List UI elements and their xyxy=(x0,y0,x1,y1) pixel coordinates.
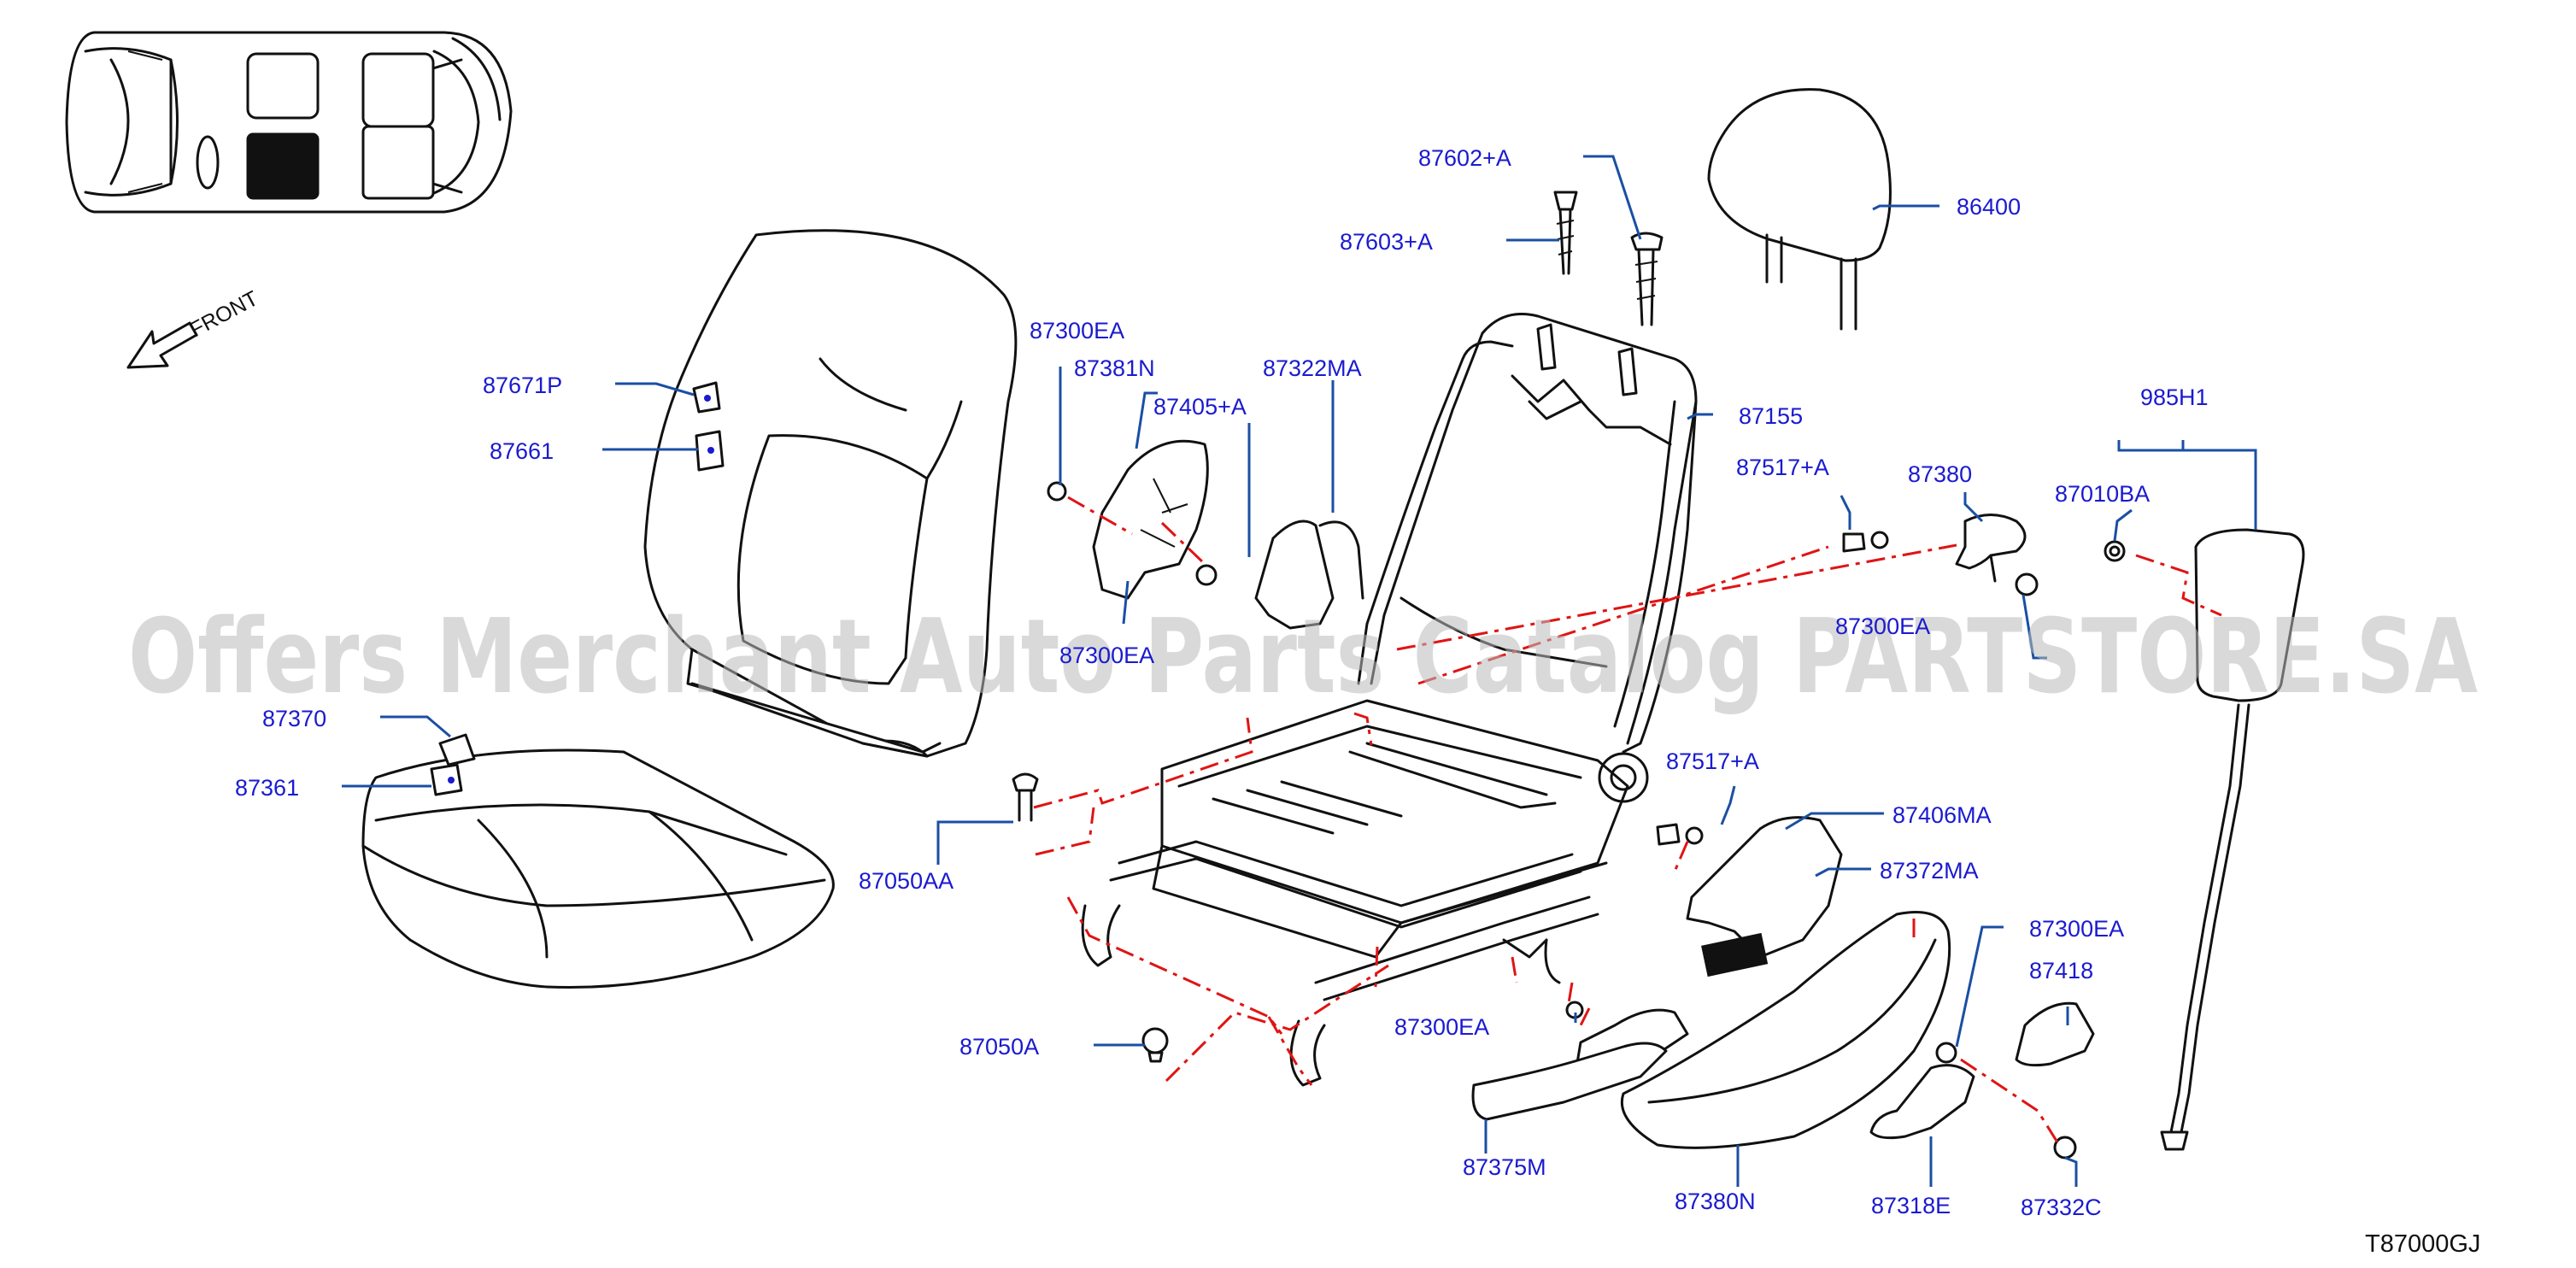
clip-drawing xyxy=(1012,481,2126,1159)
part-label-87370[interactable]: 87370 xyxy=(262,706,326,731)
part-label-87300ea-1[interactable]: 87300EA xyxy=(1030,318,1124,343)
part-label-87332c[interactable]: 87332C xyxy=(2021,1195,2102,1220)
front-label: FRONT xyxy=(186,286,262,342)
watermark: Offers Merchant Auto Parts Catalog PARTS… xyxy=(128,598,2478,717)
part-label-87318e[interactable]: 87318E xyxy=(1871,1193,1951,1218)
part-label-87010ba[interactable]: 87010BA xyxy=(2055,481,2150,507)
part-label-87517a-1[interactable]: 87517+A xyxy=(1736,455,1829,480)
part-label-87050a[interactable]: 87050A xyxy=(959,1034,1039,1060)
diagram-code: T87000GJ xyxy=(2365,1230,2480,1258)
part-label-87300ea-2[interactable]: 87300EA xyxy=(1059,643,1154,668)
part-label-87050aa[interactable]: 87050AA xyxy=(859,868,954,894)
part-label-87380n[interactable]: 87380N xyxy=(1675,1189,1756,1214)
seatback-trim-drawing xyxy=(643,229,1018,758)
headrest-guide-drawing xyxy=(1553,191,1664,326)
leader-lines xyxy=(342,155,2257,1187)
seat-bracket-drawing xyxy=(1955,514,2039,596)
part-label-87380[interactable]: 87380 xyxy=(1908,461,1972,487)
part-label-87406ma[interactable]: 87406MA xyxy=(1892,802,1992,828)
part-label-87361[interactable]: 87361 xyxy=(235,775,299,801)
cushion-trim-drawing xyxy=(361,748,835,989)
front-arrow-icon xyxy=(126,321,198,369)
part-label-87322ma[interactable]: 87322MA xyxy=(1263,355,1362,381)
headrest-drawing xyxy=(1707,88,1892,331)
part-label-87517a-2[interactable]: 87517+A xyxy=(1666,748,1759,774)
part-label-87418[interactable]: 87418 xyxy=(2029,958,2093,983)
part-label-87300ea-3[interactable]: 87300EA xyxy=(1835,613,1930,639)
part-label-87300ea-5[interactable]: 87300EA xyxy=(1394,1014,1489,1040)
side-airbag-drawing xyxy=(2160,528,2305,1151)
side-cover-drawing xyxy=(1471,816,2095,1149)
seat-frame-drawing xyxy=(1081,313,1698,1087)
assembly-lines xyxy=(1033,496,2222,1146)
part-label-87300ea-4[interactable]: 87300EA xyxy=(2029,916,2124,942)
part-label-87372ma[interactable]: 87372MA xyxy=(1880,858,1979,883)
part-label-87375m[interactable]: 87375M xyxy=(1463,1154,1546,1180)
part-label-86400[interactable]: 86400 xyxy=(1957,194,2021,220)
part-label-87155[interactable]: 87155 xyxy=(1739,403,1803,429)
part-label-87671p[interactable]: 87671P xyxy=(483,373,562,398)
part-label-87602a[interactable]: 87602+A xyxy=(1418,145,1511,171)
part-label-87381n[interactable]: 87381N xyxy=(1074,355,1155,381)
part-label-87661[interactable]: 87661 xyxy=(490,438,554,464)
part-labels: 87602+A 87603+A 86400 87155 87300EA 8738… xyxy=(235,145,2209,1220)
side-bracket-drawing xyxy=(1092,439,1364,630)
part-label-87603a[interactable]: 87603+A xyxy=(1340,229,1433,255)
part-label-87405a[interactable]: 87405+A xyxy=(1153,394,1247,420)
part-label-985h1[interactable]: 985H1 xyxy=(2140,385,2209,410)
car-locator-icon xyxy=(65,31,513,214)
